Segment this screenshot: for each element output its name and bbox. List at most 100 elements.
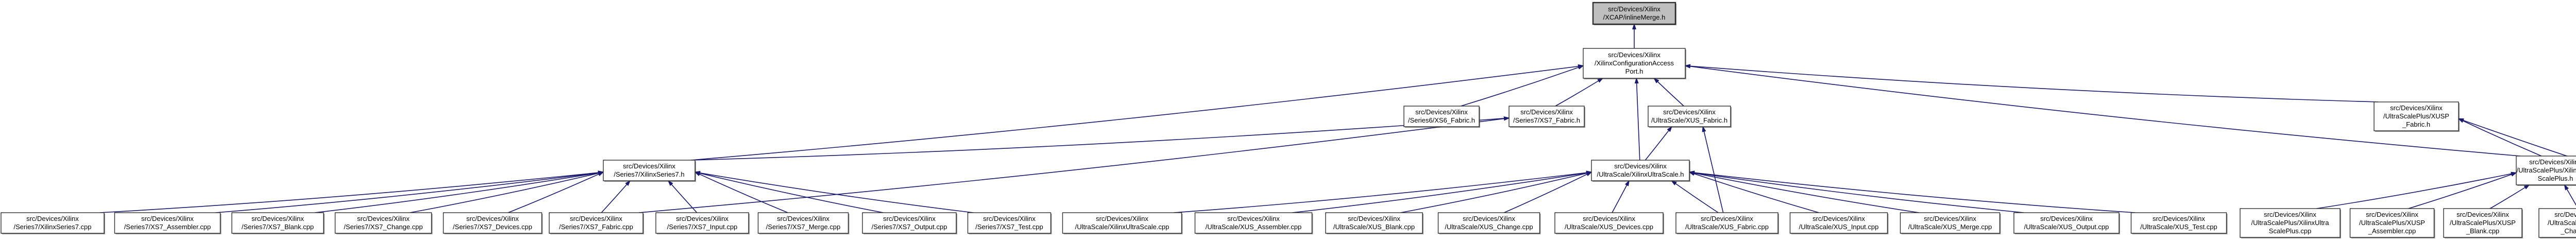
graph-node-xs6f[interactable]: src/Devices/Xilinx/Series6/XS6_Fabric.h [1403,106,1480,128]
include-edge [2458,118,2542,157]
graph-node-usp_asm[interactable]: src/Devices/Xilinx/UltraScalePlus/XUSP_A… [2349,208,2435,238]
node-label-line: src/Devices/Xilinx [1227,215,1280,222]
include-edge [694,171,788,213]
include-edge [667,180,698,213]
include-edge [1400,171,1592,213]
node-label-line: /Series7/XS7_Fabric.h [1513,116,1580,124]
node-box[interactable] [603,160,696,181]
node-box[interactable] [1325,212,1423,234]
node-box[interactable] [1062,212,1182,234]
graph-node-s7_asm[interactable]: src/Devices/Xilinx/Series7/XS7_Assembler… [114,212,222,234]
node-label-line: src/Devices/Xilinx [2554,211,2576,218]
graph-node-s7_dev[interactable]: src/Devices/Xilinx/Series7/XS7_Devices.c… [443,212,543,234]
graph-node-us_asm[interactable]: src/Devices/Xilinx/UltraScale/XUS_Assemb… [1194,212,1313,234]
node-box[interactable] [1437,212,1540,234]
node-label-line: /Series7/XS7_Blank.cpp [242,223,314,231]
node-box[interactable] [967,212,1052,234]
include-edge [1504,171,1592,213]
graph-node-us_dev[interactable]: src/Devices/Xilinx/UltraScale/XUS_Device… [1554,212,1664,234]
graph-node-us_merge[interactable]: src/Devices/Xilinx/UltraScale/XUS_Merge.… [1900,212,2001,234]
graph-node-usp_change[interactable]: src/Devices/Xilinx/UltraScalePlus/XUSP_C… [2538,208,2576,238]
graph-node-xusf[interactable]: src/Devices/Xilinx/UltraScale/XUS_Fabric… [1648,106,1732,128]
node-box[interactable] [2538,208,2576,238]
include-edge [1670,180,1719,213]
node-box[interactable] [1194,212,1313,234]
node-box[interactable] [334,212,432,234]
node-box[interactable] [1403,106,1480,127]
include-edge [690,64,1584,161]
include-edge [1612,180,1630,213]
node-box[interactable] [1675,212,1778,234]
node-label-line: /XilinxConfigurationAccess [1595,59,1674,67]
node-label-line: /UltraScalePlus/XilinxUltra [2517,166,2576,174]
graph-node-us_out[interactable]: src/Devices/Xilinx/UltraScale/XUS_Output… [2013,212,2120,234]
graph-node-us_fab[interactable]: src/Devices/Xilinx/UltraScale/XUS_Fabric… [1675,212,1779,234]
node-label-line: /UltraScale/XUS_Input.cpp [1799,223,1879,231]
graph-node-s7_change[interactable]: src/Devices/Xilinx/Series7/XS7_Change.cp… [334,212,433,234]
include-edge [1688,170,2024,213]
node-label-line: /UltraScale/XUS_Fabric.h [1651,116,1727,124]
graph-node-usp_blank[interactable]: src/Devices/Xilinx/UltraScalePlus/XUSP_B… [2443,208,2523,238]
node-label-line: /UltraScale/XUS_Change.cpp [1445,223,1533,231]
graph-node-s7_out[interactable]: src/Devices/Xilinx/Series7/XS7_Output.cp… [862,212,957,234]
node-box[interactable] [1,212,105,234]
node-box[interactable] [2130,212,2227,234]
node-box[interactable] [2349,208,2435,238]
graph-node-us_change[interactable]: src/Devices/Xilinx/UltraScale/XUS_Change… [1437,212,1541,234]
graph-node-s7_main[interactable]: src/Devices/Xilinx/Series7/XilinxSeries7… [1,212,105,234]
edge-layer [99,23,2576,213]
node-box[interactable] [443,212,543,234]
node-box[interactable] [2240,208,2341,238]
graph-node-s7_fab[interactable]: src/Devices/Xilinx/Series7/XS7_Fabric.cp… [549,212,644,234]
node-box[interactable] [2516,156,2576,185]
include-edge [2564,184,2576,206]
node-box[interactable] [1554,212,1664,234]
graph-node-s7_blank[interactable]: src/Devices/Xilinx/Series7/XS7_Blank.cpp [231,212,325,234]
graph-node-s7h[interactable]: src/Devices/Xilinx/Series7/XilinxSeries7… [603,160,696,182]
node-label-line: /Series7/XS7_Merge.cpp [766,223,841,231]
node-box[interactable] [1509,106,1585,127]
node-box[interactable] [2013,212,2120,234]
node-box[interactable] [2374,101,2459,131]
include-edge [410,171,604,213]
node-box[interactable] [655,212,749,234]
node-box[interactable] [114,212,221,234]
node-box[interactable] [1591,160,1690,181]
node-label-line: src/Devices/Xilinx [1415,108,1468,116]
graph-node-s7_merge[interactable]: src/Devices/Xilinx/Series7/XS7_Merge.cpp [757,212,850,234]
node-label-line: ScalePlus.h [2538,175,2573,182]
graph-node-inline[interactable]: src/Devices/Xilinx/XCAP/inlineMerge.h [1592,2,1676,25]
graph-node-us_main[interactable]: src/Devices/Xilinx/UltraScale/XilinxUltr… [1062,212,1183,234]
graph-node-us_blank[interactable]: src/Devices/Xilinx/UltraScale/XUS_Blank.… [1325,212,1423,234]
include-edge [1684,64,2379,102]
graph-node-xs7f[interactable]: src/Devices/Xilinx/Series7/XS7_Fabric.h [1509,106,1585,128]
node-label-line: /UltraScalePlus/XUSP [2359,219,2425,227]
graph-node-s7_in[interactable]: src/Devices/Xilinx/Series7/XS7_Input.cpp [655,212,750,234]
node-box[interactable] [862,212,957,234]
include-edge [690,116,1510,161]
graph-node-cap[interactable]: src/Devices/Xilinx/XilinxConfigurationAc… [1583,48,1686,79]
node-layer: src/Devices/Xilinx/XCAP/inlineMerge.h src… [1,2,2576,238]
graph-node-s7_test[interactable]: src/Devices/Xilinx/Series7/XS7_Test.cpp [967,212,1052,234]
node-box[interactable] [1583,48,1686,79]
node-box[interactable] [549,212,643,234]
graph-node-us_in[interactable]: src/Devices/Xilinx/UltraScale/XUS_Input.… [1789,212,1889,234]
node-box[interactable] [1789,212,1888,234]
node-label-line: src/Devices/Xilinx [570,215,622,222]
node-label-line: src/Devices/Xilinx [1614,162,1667,170]
graph-node-xuspf[interactable]: src/Devices/Xilinx/UltraScalePlus/XUSP_F… [2374,101,2460,132]
node-box[interactable] [1900,212,2001,234]
include-edge [1645,126,1673,161]
node-label-line: /Series7/XS7_Fabric.cpp [559,223,633,231]
node-box[interactable] [1648,106,1731,127]
node-box-highlighted[interactable] [1592,2,1676,25]
node-label-line: src/Devices/Xilinx [2366,211,2418,218]
node-box[interactable] [231,212,324,234]
include-edge [1653,77,1684,107]
graph-node-ush[interactable]: src/Devices/Xilinx/UltraScale/XilinxUltr… [1591,160,1690,182]
graph-node-us_test[interactable]: src/Devices/Xilinx/UltraScale/XUS_Test.c… [2130,212,2228,234]
graph-node-usp_main[interactable]: src/Devices/Xilinx/UltraScalePlus/Xilinx… [2240,208,2341,238]
node-box[interactable] [757,212,849,234]
graph-node-usph[interactable]: src/Devices/Xilinx/UltraScalePlus/Xilinx… [2516,156,2576,186]
node-box[interactable] [2443,208,2522,238]
